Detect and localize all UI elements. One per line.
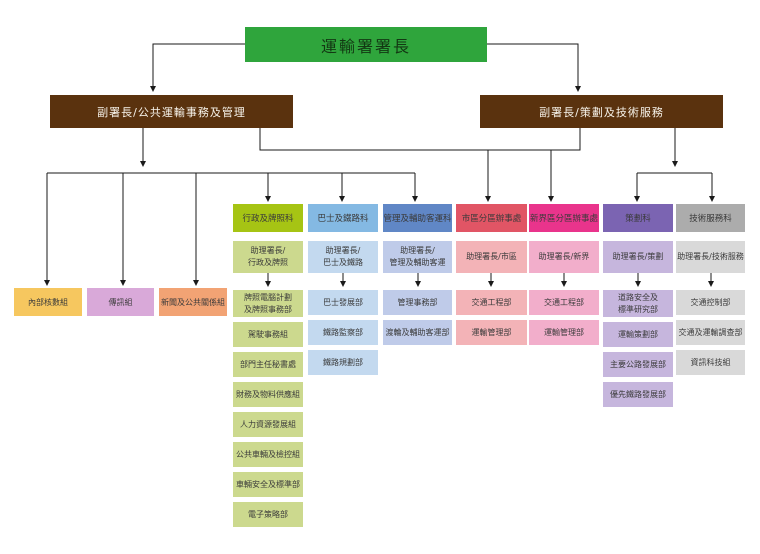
branch-header: 新界區分區辦事處 [529, 204, 599, 232]
division-box: 渡輪及輔助客運部 [383, 320, 452, 345]
branch-header: 技術服務科 [676, 204, 745, 232]
division-box: 資訊科技組 [676, 350, 745, 375]
branch-header: 行政及牌照科 [233, 204, 303, 232]
communications-unit-box: 傳訊組 [87, 288, 154, 316]
branch-planning: 策劃科 助理署長/策劃 道路安全及 標準研究部 運輸策劃部 主要公路發展部 優先… [603, 204, 673, 412]
branch-management-paratransit: 管理及輔助客運科 助理署長/ 管理及輔助客運 管理事務部 渡輪及輔助客運部 [383, 204, 452, 350]
assistant-commissioner-box: 助理署長/新界 [529, 241, 599, 273]
branch-header: 市區分區辦事處 [456, 204, 527, 232]
deputy-public-transport-box: 副署長/公共運輸事務及管理 [50, 95, 293, 128]
assistant-commissioner-box: 助理署長/策劃 [603, 241, 673, 273]
division-box: 部門主任秘書處 [233, 352, 303, 378]
branch-technical-services: 技術服務科 助理署長/技術服務 交通控制部 交通及運輸調查部 資訊科技組 [676, 204, 745, 380]
division-box: 交通工程部 [456, 290, 527, 315]
division-box: 電子策略部 [233, 502, 303, 528]
assistant-commissioner-box: 助理署長/ 管理及輔助客運 [383, 241, 452, 273]
assistant-commissioner-box: 助理署長/ 巴士及鐵路 [308, 241, 378, 273]
division-box: 鐵路規劃部 [308, 350, 378, 375]
commissioner-box: 運輸署署長 [245, 27, 487, 62]
division-box: 道路安全及 標準研究部 [603, 290, 673, 318]
division-box: 人力資源發展組 [233, 412, 303, 438]
branch-header: 巴士及鐵路科 [308, 204, 378, 232]
division-box: 交通及運輸調查部 [676, 320, 745, 345]
division-box: 駕駛事務組 [233, 322, 303, 348]
division-box: 交通控制部 [676, 290, 745, 315]
division-box: 車輛安全及標準部 [233, 472, 303, 498]
branch-bus-railway: 巴士及鐵路科 助理署長/ 巴士及鐵路 巴士發展部 鐵路監察部 鐵路規劃部 [308, 204, 378, 380]
division-box: 管理事務部 [383, 290, 452, 315]
division-box: 巴士發展部 [308, 290, 378, 315]
deputy-planning-technical-box: 副署長/策劃及技術服務 [480, 95, 723, 128]
press-public-relations-unit-box: 新聞及公共關係組 [159, 288, 227, 316]
internal-audit-unit-box: 內部核數組 [14, 288, 82, 316]
division-box: 主要公路發展部 [603, 352, 673, 378]
division-box: 交通工程部 [529, 290, 599, 315]
assistant-commissioner-box: 助理署長/技術服務 [676, 241, 745, 273]
assistant-commissioner-box: 助理署長/ 行政及牌照 [233, 241, 303, 273]
division-box: 運輸管理部 [456, 320, 527, 345]
branch-admin-licensing: 行政及牌照科 助理署長/ 行政及牌照 牌照電腦計劃 及牌照事務部 駕駛事務組 部… [233, 204, 303, 532]
branch-header: 管理及輔助客運科 [383, 204, 452, 232]
division-box: 公共車輛及檢控組 [233, 442, 303, 468]
branch-header: 策劃科 [603, 204, 673, 232]
division-box: 財務及物料供應組 [233, 382, 303, 408]
division-box: 牌照電腦計劃 及牌照事務部 [233, 290, 303, 318]
division-box: 運輸策劃部 [603, 322, 673, 348]
division-box: 鐵路監察部 [308, 320, 378, 345]
division-box: 優先鐵路發展部 [603, 382, 673, 408]
division-box: 運輸管理部 [529, 320, 599, 345]
branch-new-territories-regional-office: 新界區分區辦事處 助理署長/新界 交通工程部 運輸管理部 [529, 204, 599, 350]
branch-urban-regional-office: 市區分區辦事處 助理署長/市區 交通工程部 運輸管理部 [456, 204, 527, 350]
assistant-commissioner-box: 助理署長/市區 [456, 241, 527, 273]
